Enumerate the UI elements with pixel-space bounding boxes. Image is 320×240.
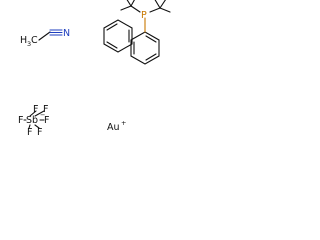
ch3-c-bond bbox=[38, 31, 51, 41]
sb-f6-bond bbox=[34, 124, 40, 129]
tbu-right-me2 bbox=[159, 0, 166, 9]
tbu-left-me2 bbox=[126, 0, 132, 7]
tbu-right-bond bbox=[149, 7, 161, 13]
upper-ring-double-1 bbox=[106, 23, 118, 31]
tbu-left-me1 bbox=[120, 5, 132, 11]
fluorine-bottom-right: F bbox=[37, 127, 42, 138]
methyl-subscript: 3 bbox=[27, 40, 31, 48]
fluorine-bottom-left: F bbox=[27, 127, 32, 138]
lower-ring-double-3 bbox=[145, 53, 157, 61]
structure-diagram: H 3 C N P F F F bbox=[18, 0, 171, 138]
fluorine-top-right: F bbox=[43, 104, 48, 115]
methyl-h-label: H bbox=[20, 35, 27, 46]
gold-label: Au bbox=[107, 122, 120, 133]
acetonitrile: H 3 C N bbox=[20, 28, 70, 48]
fluorine-left: F bbox=[18, 115, 23, 126]
upper-phenyl-ring bbox=[103, 19, 133, 53]
lower-ring-double-2 bbox=[145, 35, 157, 43]
gold-cation: Au + bbox=[107, 119, 126, 133]
tbu-left-me3 bbox=[130, 0, 135, 7]
nitrile-n-label: N bbox=[63, 28, 70, 39]
tbu-right-me3 bbox=[154, 0, 161, 9]
tbu-right-me1 bbox=[159, 7, 171, 13]
sb-f5-bond bbox=[28, 124, 31, 129]
phosphorus-label: P bbox=[141, 10, 147, 21]
methyl-c-label: C bbox=[31, 35, 38, 46]
fluorine-top-left: F bbox=[33, 104, 38, 115]
fluorine-right: F bbox=[44, 115, 49, 126]
lower-phenyl-ring bbox=[130, 31, 160, 65]
upper-ring-double-3 bbox=[106, 41, 118, 49]
antimony-charge: − bbox=[40, 111, 45, 119]
phosphine-ligand: P bbox=[103, 0, 171, 65]
gold-charge: + bbox=[121, 119, 126, 127]
sb-f1-bond bbox=[29, 110, 37, 117]
antimony-label: Sb bbox=[26, 115, 38, 126]
tbu-left-bond bbox=[130, 5, 141, 13]
hexafluoroantimonate: F F F Sb − F F F bbox=[18, 104, 49, 138]
sb-f2-bond bbox=[34, 110, 45, 117]
